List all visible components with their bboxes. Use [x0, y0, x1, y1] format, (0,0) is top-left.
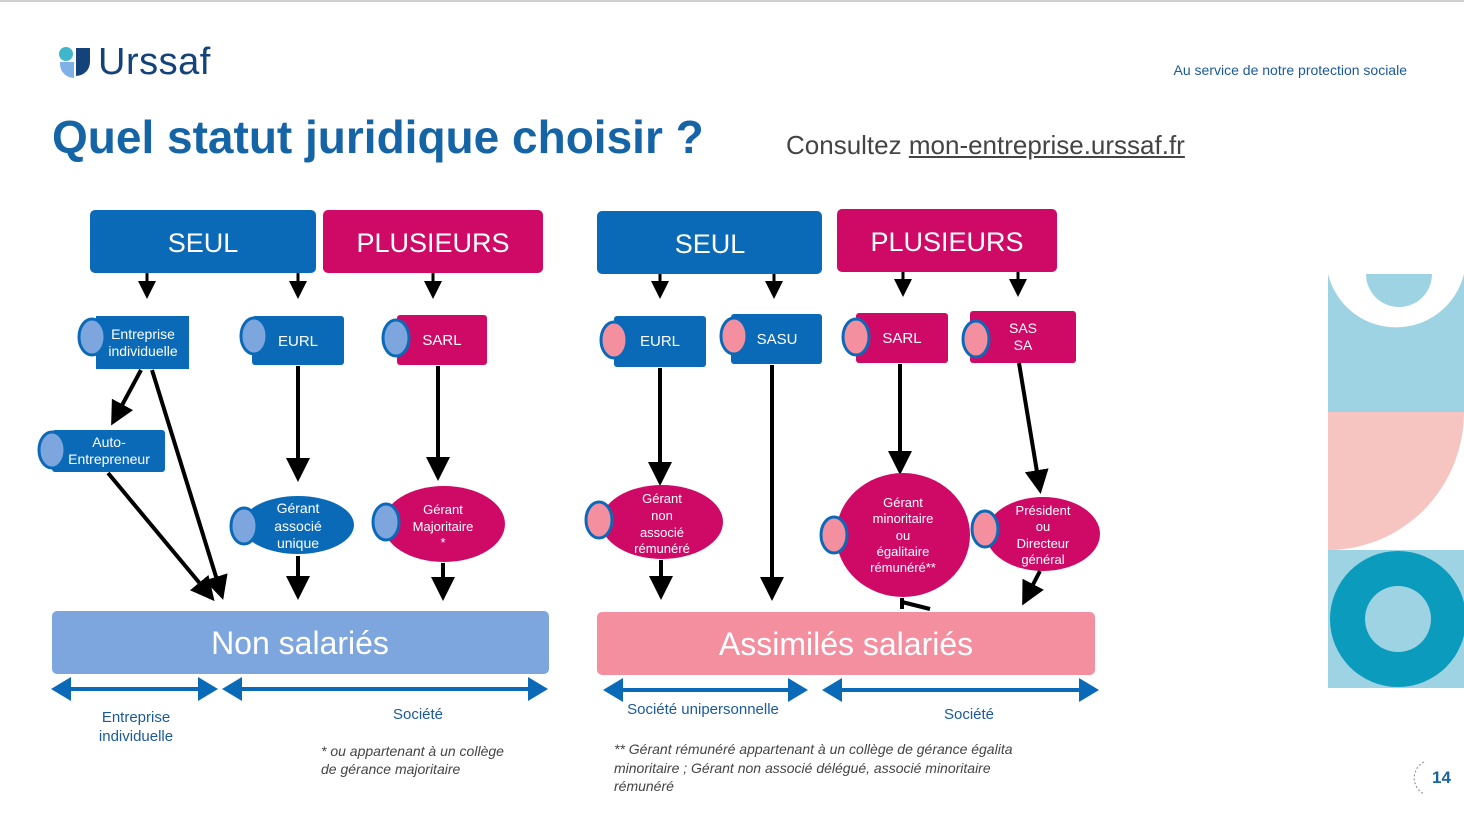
- page-number-bracket-icon: [1413, 761, 1425, 795]
- arrow-gerant-min-bar-head: [901, 600, 931, 611]
- footnote-left-line-1: * ou appartenant à un collège: [321, 743, 504, 759]
- ei-line-2: individuelle: [108, 343, 177, 359]
- left-seul-label: SEUL: [168, 228, 239, 258]
- arrow-ei-auto: [111, 369, 143, 426]
- sas-line-2: SA: [1014, 337, 1033, 353]
- bar-assimiles-salaries: Assimilés salariés: [597, 612, 1095, 675]
- gerant-maj-line-3: *: [440, 535, 445, 550]
- range-societe-left-label: Société: [393, 706, 443, 723]
- non-salaries-label: Non salariés: [211, 625, 389, 661]
- president-line-3: Directeur: [1017, 536, 1070, 551]
- footnote-right-line-1: ** Gérant rémunéré appartenant à un coll…: [614, 741, 1013, 757]
- consult-link[interactable]: mon-entreprise.urssaf.fr: [908, 130, 1185, 160]
- consult-text: Consultez mon-entreprise.urssaf.fr: [786, 130, 1185, 161]
- gerant-unique-line-3: unique: [277, 535, 319, 551]
- gerant-non-associe-line-4: rémunéré: [634, 541, 690, 556]
- arrow-ei-non-salaries: [150, 369, 228, 600]
- left-plusieurs-header: PLUSIEURS: [323, 210, 543, 273]
- range-societe-right-label: Société: [944, 706, 994, 723]
- page-title: Quel statut juridique choisir ?: [52, 111, 704, 163]
- gerant-non-associe-line-3: associé: [640, 525, 684, 540]
- bar-non-salaries: Non salariés: [52, 611, 549, 674]
- gerant-unique-line-2: associé: [274, 518, 322, 534]
- ei-line-1: Entreprise: [111, 326, 175, 342]
- consult-prefix: Consultez: [786, 130, 902, 160]
- footnote-right-line-2: minoritaire ; Gérant non associé délégué…: [614, 760, 991, 776]
- top-divider: [0, 0, 1464, 2]
- urssaf-logo: Urssaf: [58, 40, 211, 83]
- node-gerant-non-associe: Gérant non associé rémunéré: [584, 485, 723, 559]
- node-sarl-left: SARL: [381, 315, 487, 365]
- node-sarl-right: SARL: [841, 313, 948, 363]
- right-seul-header: SEUL: [597, 211, 822, 274]
- urssaf-logo-icon: [59, 47, 90, 78]
- range-ei-line-1: Entreprise: [102, 709, 170, 726]
- range-ei-line-2: individuelle: [99, 728, 173, 745]
- decorative-shapes: [1328, 274, 1464, 688]
- node-entreprise-individuelle: Entreprise individuelle: [77, 316, 189, 369]
- gerant-maj-line-1: Gérant: [423, 502, 463, 517]
- arrow-president-bar: [1022, 570, 1044, 606]
- node-eurl-right: EURL: [599, 316, 706, 367]
- page-number: 14: [1406, 758, 1454, 798]
- brand-name: Urssaf: [98, 40, 211, 83]
- right-seul-label: SEUL: [675, 229, 746, 259]
- node-gerant-majoritaire: Gérant Majoritaire *: [371, 486, 505, 562]
- president-line-4: général: [1021, 552, 1064, 567]
- gerant-non-associe-line-1: Gérant: [642, 491, 682, 506]
- tagline: Au service de notre protection sociale: [1173, 62, 1407, 78]
- left-seul-header: SEUL: [90, 210, 316, 273]
- gerant-min-line-1: Gérant: [883, 495, 923, 510]
- auto-line-1: Auto-: [92, 434, 126, 450]
- node-gerant-associe-unique: Gérant associé unique: [229, 496, 354, 554]
- right-plusieurs-label: PLUSIEURS: [870, 227, 1023, 257]
- eurl-left-label: EURL: [278, 333, 318, 350]
- president-line-1: Président: [1016, 503, 1071, 518]
- node-eurl-left: EURL: [239, 316, 344, 365]
- node-sas-sa: SAS SA: [961, 311, 1076, 363]
- node-auto-entrepreneur: Auto- Entrepreneur: [37, 430, 165, 472]
- sarl-right-label: SARL: [882, 330, 921, 347]
- footnote-left-line-2: de gérance majoritaire: [321, 761, 461, 777]
- gerant-non-associe-line-2: non: [651, 508, 673, 523]
- gerant-maj-line-2: Majoritaire: [413, 519, 474, 534]
- arrow-sas-president: [1017, 362, 1049, 494]
- sarl-left-label: SARL: [422, 332, 461, 349]
- gerant-min-line-3: ou: [896, 528, 910, 543]
- eurl-right-label: EURL: [640, 333, 680, 350]
- gerant-min-line-2: minoritaire: [873, 511, 934, 526]
- gerant-unique-line-1: Gérant: [277, 500, 320, 516]
- node-sasu: SASU: [719, 314, 822, 364]
- gerant-min-line-5: rémunéré**: [870, 560, 936, 575]
- assimiles-label: Assimilés salariés: [719, 626, 973, 662]
- node-president: Président ou Directeur général: [970, 497, 1100, 571]
- gerant-min-line-4: égalitaire: [877, 544, 930, 559]
- auto-line-2: Entrepreneur: [68, 451, 150, 467]
- left-plusieurs-label: PLUSIEURS: [356, 228, 509, 258]
- page-number-label: 14: [1432, 768, 1451, 787]
- right-plusieurs-header: PLUSIEURS: [837, 209, 1057, 272]
- arrow-auto-non-salaries: [106, 471, 215, 602]
- sas-line-1: SAS: [1009, 320, 1037, 336]
- sasu-label: SASU: [757, 331, 798, 348]
- footnote-right-line-3: rémunéré: [614, 778, 674, 794]
- node-gerant-minoritaire: Gérant minoritaire ou égalitaire rémunér…: [819, 473, 970, 597]
- president-line-2: ou: [1036, 519, 1050, 534]
- range-unipersonnelle-label: Société unipersonnelle: [627, 701, 779, 718]
